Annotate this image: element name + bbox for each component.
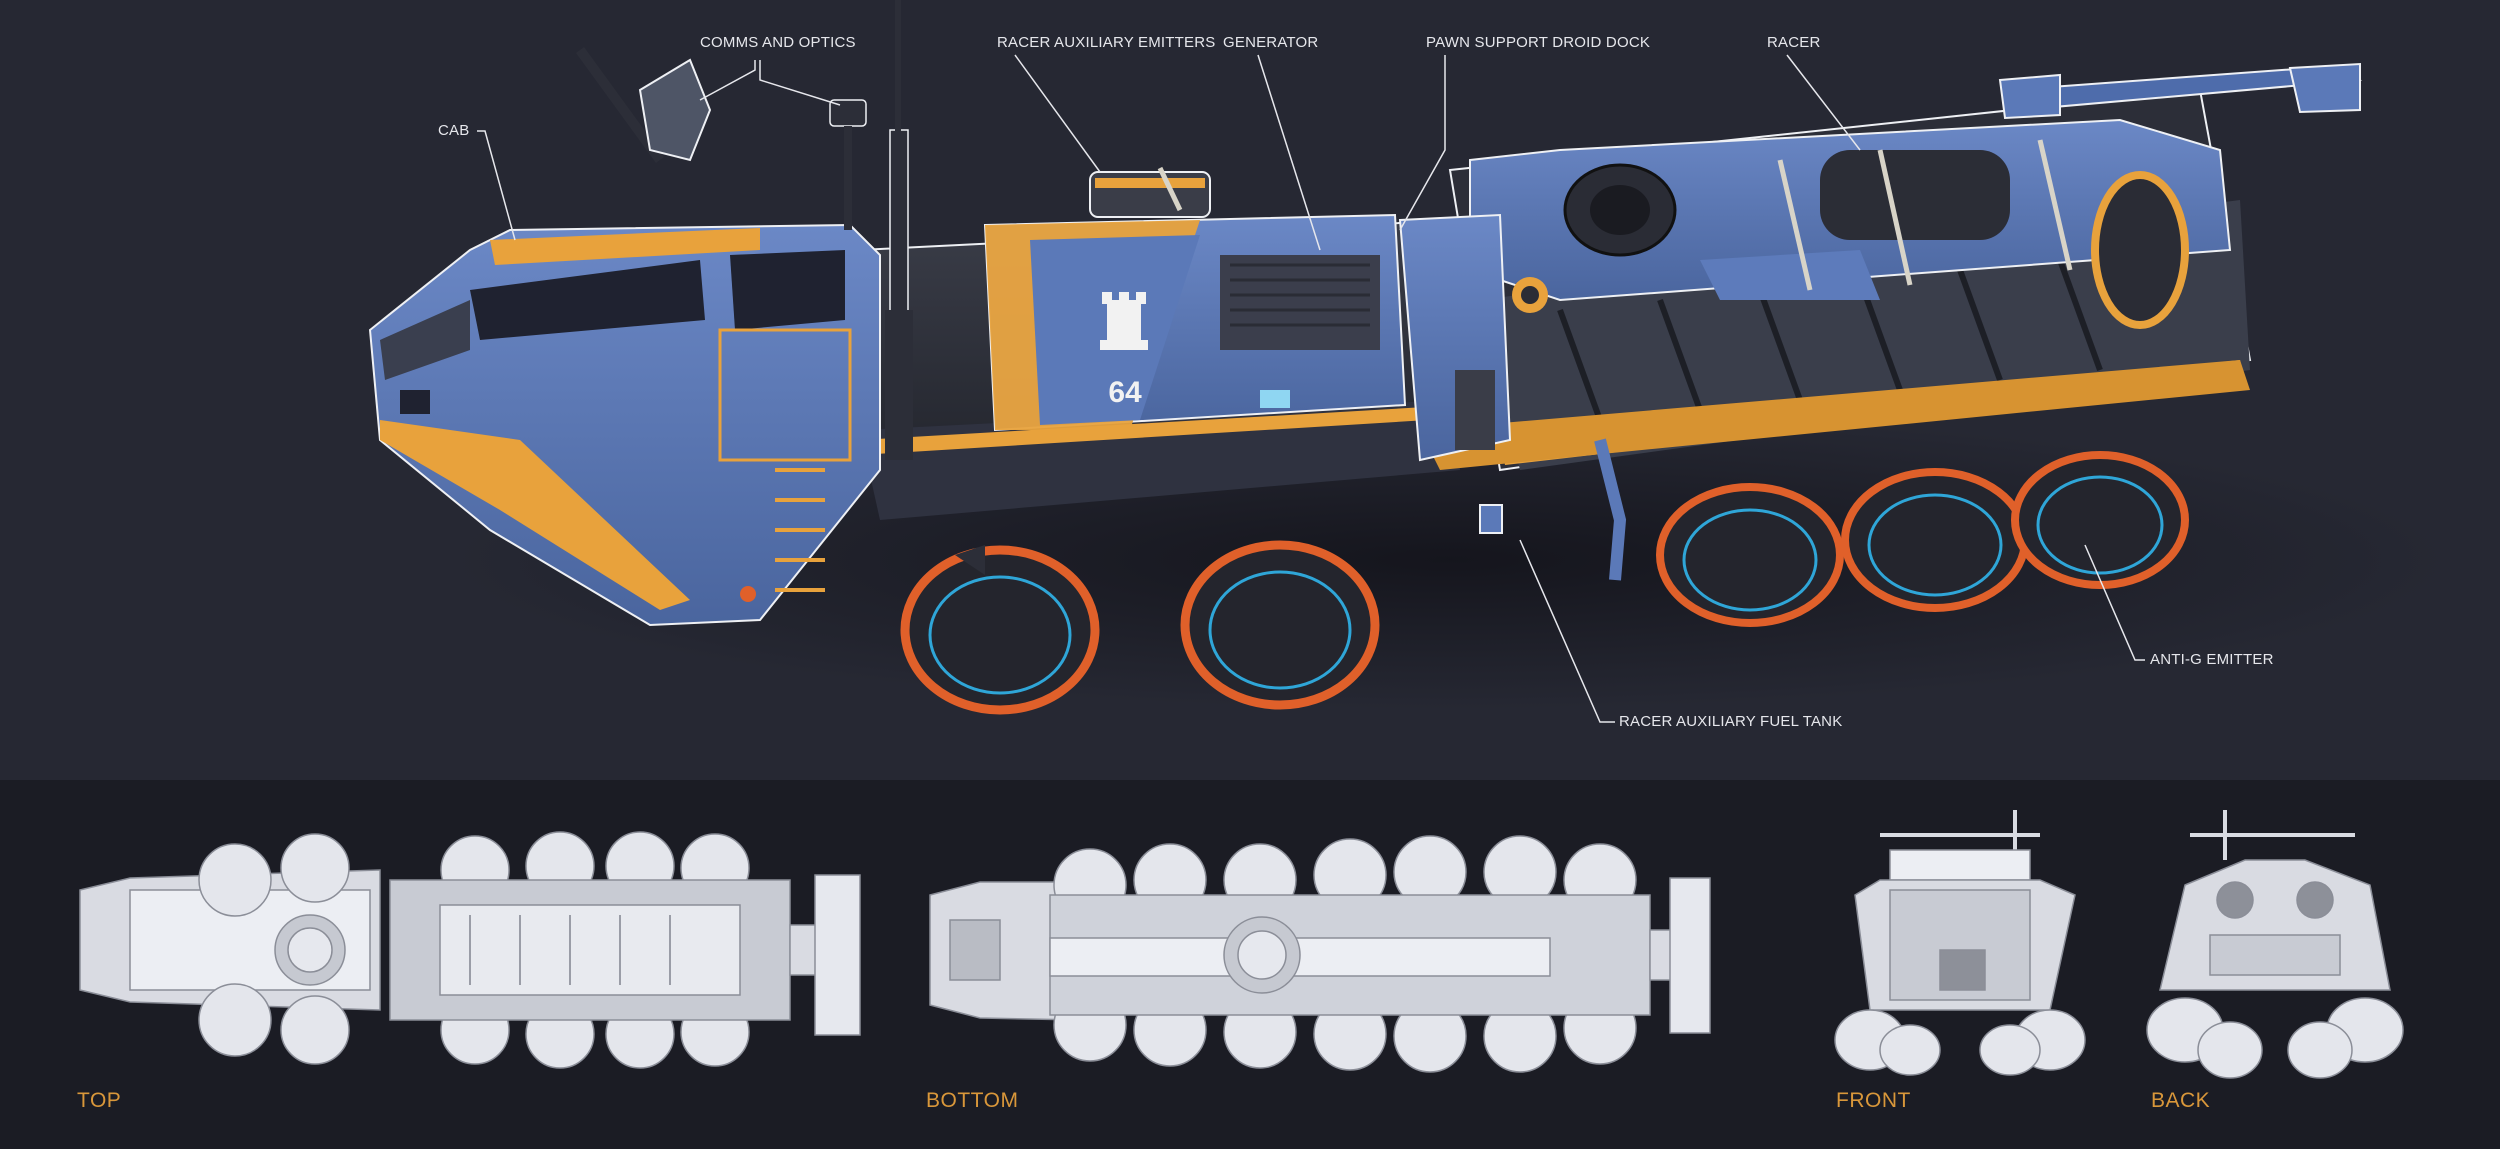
anti-g-emitter xyxy=(2011,451,2189,589)
comms-leader xyxy=(699,60,756,101)
callout-pawn-support-droid-dock: PAWN SUPPORT DROID DOCK xyxy=(1426,34,1651,51)
generator-leader xyxy=(1257,54,1321,251)
comms-and-optics-array xyxy=(575,0,901,230)
chess-rook-icon xyxy=(1100,292,1148,350)
callout-leaders xyxy=(477,54,2145,723)
hull-number: 64 xyxy=(1108,376,1142,409)
racer-leader xyxy=(1786,54,1861,151)
cab-section xyxy=(368,129,913,627)
dock-leader xyxy=(1399,55,1446,231)
transporter-hero-illustration: 64 xyxy=(368,0,2450,723)
emitters-leader xyxy=(1014,54,1101,173)
callout-racer-auxiliary-fuel-tank: RACER AUXILIARY FUEL TANK xyxy=(1619,713,1843,730)
callout-racer: RACER xyxy=(1767,34,1821,51)
antig-leader xyxy=(2084,544,2145,661)
callout-cab: CAB xyxy=(438,122,470,139)
anti-g-emitters xyxy=(900,451,2189,715)
anti-g-emitter xyxy=(900,545,1100,715)
anti-g-emitter xyxy=(1656,483,1844,627)
cab-leader xyxy=(477,130,516,241)
pawn-droid-dock xyxy=(1398,213,1627,581)
comms-leader-2 xyxy=(759,60,841,106)
fuel-leader xyxy=(1519,539,1615,723)
racer-pod xyxy=(1469,62,2362,329)
view-label-back: BACK xyxy=(2151,1089,2211,1112)
generator-block: 64 xyxy=(983,166,1407,432)
callout-comms-and-optics: COMMS AND OPTICS xyxy=(700,34,856,51)
view-label-bottom: BOTTOM xyxy=(926,1089,1019,1112)
anti-g-emitter xyxy=(1841,468,2029,612)
view-label-front: FRONT xyxy=(1836,1089,1911,1112)
callout-racer-auxiliary-emitters: RACER AUXILIARY EMITTERS xyxy=(997,34,1216,51)
callout-generator: GENERATOR xyxy=(1223,34,1319,51)
callout-anti-g-emitter: ANTI-G EMITTER xyxy=(2150,651,2274,668)
anti-g-emitter xyxy=(1180,540,1380,710)
view-label-top: TOP xyxy=(77,1089,122,1112)
orthographic-views-panel xyxy=(0,780,2500,1149)
